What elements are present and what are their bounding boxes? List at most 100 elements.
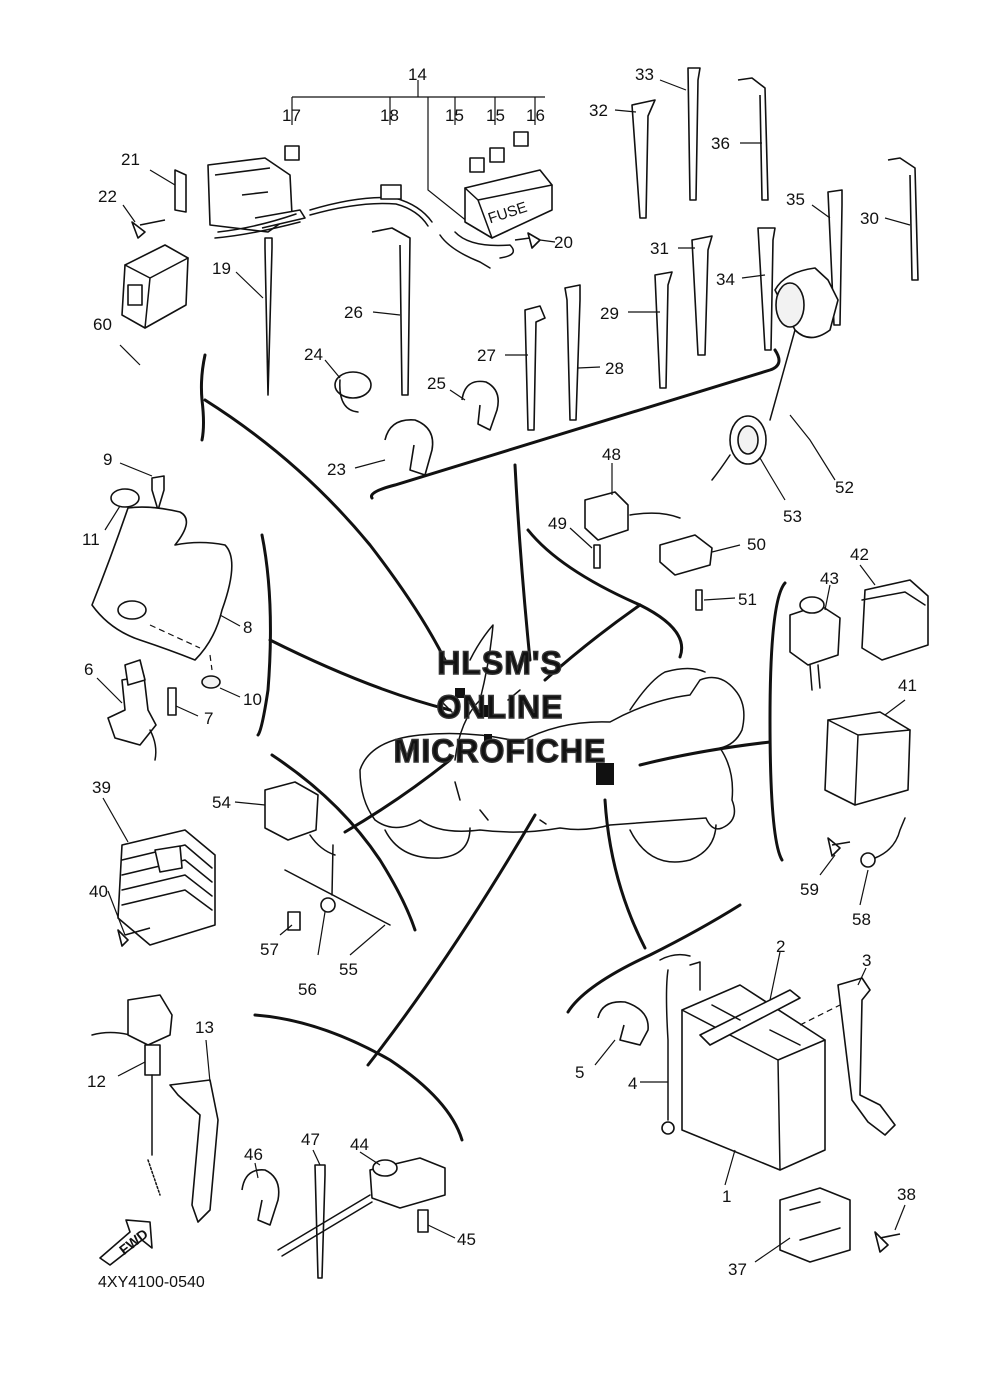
callout-33: 33 <box>635 65 654 84</box>
lead-wire-group[interactable] <box>264 781 391 931</box>
left-cover-group[interactable] <box>91 475 233 761</box>
callout-28: 28 <box>605 359 624 378</box>
callout-32: 32 <box>589 101 608 120</box>
callout-20: 20 <box>554 233 573 252</box>
callout-42: 42 <box>850 545 869 564</box>
callout-45: 45 <box>457 1230 476 1249</box>
cable-ties-top[interactable] <box>264 67 919 476</box>
callout-14: 14 <box>408 65 427 84</box>
callout-35: 35 <box>786 190 805 209</box>
callout-15a: 15 <box>445 106 464 125</box>
callout-17: 17 <box>282 106 301 125</box>
group-bracket-right-relays <box>768 581 787 862</box>
callout-39: 39 <box>92 778 111 797</box>
group-bracket-battery <box>566 903 742 1014</box>
relay-60[interactable] <box>121 244 189 329</box>
link-relays-to-bike <box>638 740 772 767</box>
callout-19: 19 <box>212 259 231 278</box>
switch-group[interactable] <box>584 491 713 611</box>
callout-48: 48 <box>602 445 621 464</box>
callout-10: 10 <box>243 690 262 709</box>
callout-7: 7 <box>204 709 213 728</box>
link-top-to-bike <box>513 463 532 662</box>
watermark-line-2: ONLINE <box>437 689 564 725</box>
callout-44: 44 <box>350 1135 369 1154</box>
callout-40: 40 <box>89 882 108 901</box>
callout-47: 47 <box>301 1130 320 1149</box>
callout-9: 9 <box>103 450 112 469</box>
callout-3: 3 <box>862 951 871 970</box>
callout-8: 8 <box>243 618 252 637</box>
group-bracket-lower <box>253 1013 464 1142</box>
callout-38: 38 <box>897 1185 916 1204</box>
callout-23: 23 <box>327 460 346 479</box>
group-bracket-switch <box>526 528 683 659</box>
callout-11: 11 <box>82 530 100 549</box>
watermark: HLSM'S ONLINE MICROFICHE <box>393 644 607 769</box>
lower-switch-group[interactable] <box>241 1157 446 1279</box>
callout-2: 2 <box>776 937 785 956</box>
callout-37: 37 <box>728 1260 747 1279</box>
callout-27: 27 <box>477 346 496 365</box>
callout-12: 12 <box>87 1072 106 1091</box>
link-lead-to-bike <box>343 758 452 834</box>
callout-56: 56 <box>298 980 317 999</box>
battery-group[interactable] <box>597 953 901 1263</box>
accessory-socket[interactable] <box>711 267 839 481</box>
callout-15b: 15 <box>486 106 505 125</box>
link-relay-to-bike <box>203 398 447 662</box>
callout-60: 60 <box>93 315 112 334</box>
callout-49: 49 <box>548 514 567 533</box>
motorcycle-outline <box>359 624 745 863</box>
callout-13: 13 <box>195 1018 214 1037</box>
callout-59: 59 <box>800 880 819 899</box>
callout-36: 36 <box>711 134 730 153</box>
callout-57: 57 <box>260 940 279 959</box>
watermark-line-3: MICROFICHE <box>394 733 607 769</box>
group-bracket-top-right <box>370 348 781 500</box>
callout-53: 53 <box>783 507 802 526</box>
callout-4: 4 <box>628 1074 637 1093</box>
callout-24: 24 <box>304 345 323 364</box>
callout-5: 5 <box>575 1063 584 1082</box>
group-bracket-left-relay <box>199 353 207 442</box>
rectifier-regulator[interactable] <box>117 829 216 947</box>
callout-41: 41 <box>898 676 917 695</box>
right-relays-group[interactable] <box>789 579 929 868</box>
callout-34: 34 <box>716 270 735 289</box>
link-switch-to-bike <box>543 603 642 682</box>
callout-51: 51 <box>738 590 757 609</box>
callout-50: 50 <box>747 535 766 554</box>
callout-31: 31 <box>650 239 669 258</box>
callout-25: 25 <box>427 374 446 393</box>
callout-6: 6 <box>84 660 93 679</box>
link-battery-to-bike <box>603 798 647 950</box>
battery-location-marker <box>596 763 614 785</box>
link-lower-to-bike <box>366 813 537 1067</box>
callout-43: 43 <box>820 569 839 588</box>
callout-52: 52 <box>835 478 854 497</box>
callout-21: 21 <box>121 150 140 169</box>
fwd-arrow-icon <box>99 1219 153 1266</box>
link-key-to-bike <box>268 638 452 712</box>
group-bracket-lead <box>270 753 417 932</box>
leader-lines <box>96 79 911 1263</box>
callout-30: 30 <box>860 209 879 228</box>
callout-55: 55 <box>339 960 358 979</box>
callout-29: 29 <box>600 304 619 323</box>
callout-58: 58 <box>852 910 871 929</box>
callout-numbers: 1 2 3 4 5 6 7 8 9 10 11 12 13 14 15 15 1… <box>82 65 917 1279</box>
callout-26: 26 <box>344 303 363 322</box>
callout-18: 18 <box>380 106 399 125</box>
callout-16: 16 <box>526 106 545 125</box>
fuse-box-assembly[interactable]: FUSE <box>131 80 553 269</box>
callout-1: 1 <box>722 1187 731 1206</box>
callout-22: 22 <box>98 187 117 206</box>
callout-46: 46 <box>244 1145 263 1164</box>
diagram-reference-code: 4XY4100-0540 <box>98 1274 205 1291</box>
watermark-line-1: HLSM'S <box>437 645 563 681</box>
group-bracket-left-key <box>256 533 272 737</box>
callout-54: 54 <box>212 793 231 812</box>
